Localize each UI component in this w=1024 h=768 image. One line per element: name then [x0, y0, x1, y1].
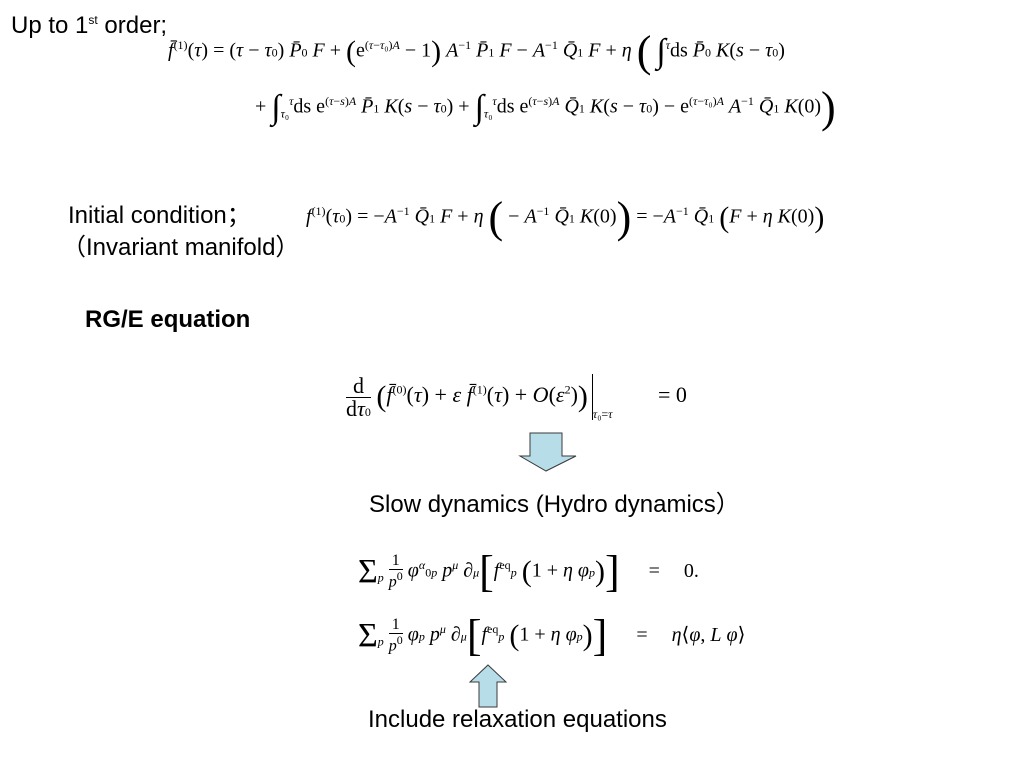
rge-equation: d dτ0 (f̄(0)(τ) + ε f̄(1)(τ) + O(ε2))τ₀=… — [346, 372, 687, 422]
hydro-equation-1: Σp 1 p0 φα0p pμ ∂μ[feqp (1 + η φp)] =0. — [358, 547, 699, 596]
heading: Up to 1st order; — [11, 12, 167, 40]
heading-text: Up to 1 — [11, 12, 89, 39]
heading-tail: order; — [97, 12, 168, 39]
invariant-manifold-label: （Invariant manifold） — [62, 234, 300, 261]
slow-dynamics-label: Slow dynamics (Hydro dynamics） — [369, 491, 740, 518]
first-order-equation-line2: + ∫τ₀τds e(τ−s)A P̄1 K(s − τ0) + ∫τ₀τds … — [255, 83, 836, 132]
hydro-equation-2: Σp 1 p0 φp pμ ∂μ[feqp (1 + η φp)] =η⟨φ, … — [358, 611, 746, 660]
relaxation-label: Include relaxation equations — [368, 706, 667, 733]
up-arrow-shape — [468, 664, 508, 708]
initial-condition-label: Initial condition； — [68, 202, 251, 229]
initial-condition-equation: f(1)(τ0) = −A−1 Q̄1 F + η ( − A−1 Q̄1 K(… — [306, 193, 825, 242]
down-arrow-icon — [518, 432, 577, 472]
up-arrow-icon — [468, 664, 508, 708]
rge-title: RG/E equation — [85, 306, 251, 333]
heading-superscript: st — [88, 13, 98, 27]
down-arrow-shape — [518, 432, 577, 472]
first-order-equation-line1: f̄(1)(τ) = (τ − τ0) P̄0 F + (e(τ−τ₀)A − … — [168, 27, 785, 76]
